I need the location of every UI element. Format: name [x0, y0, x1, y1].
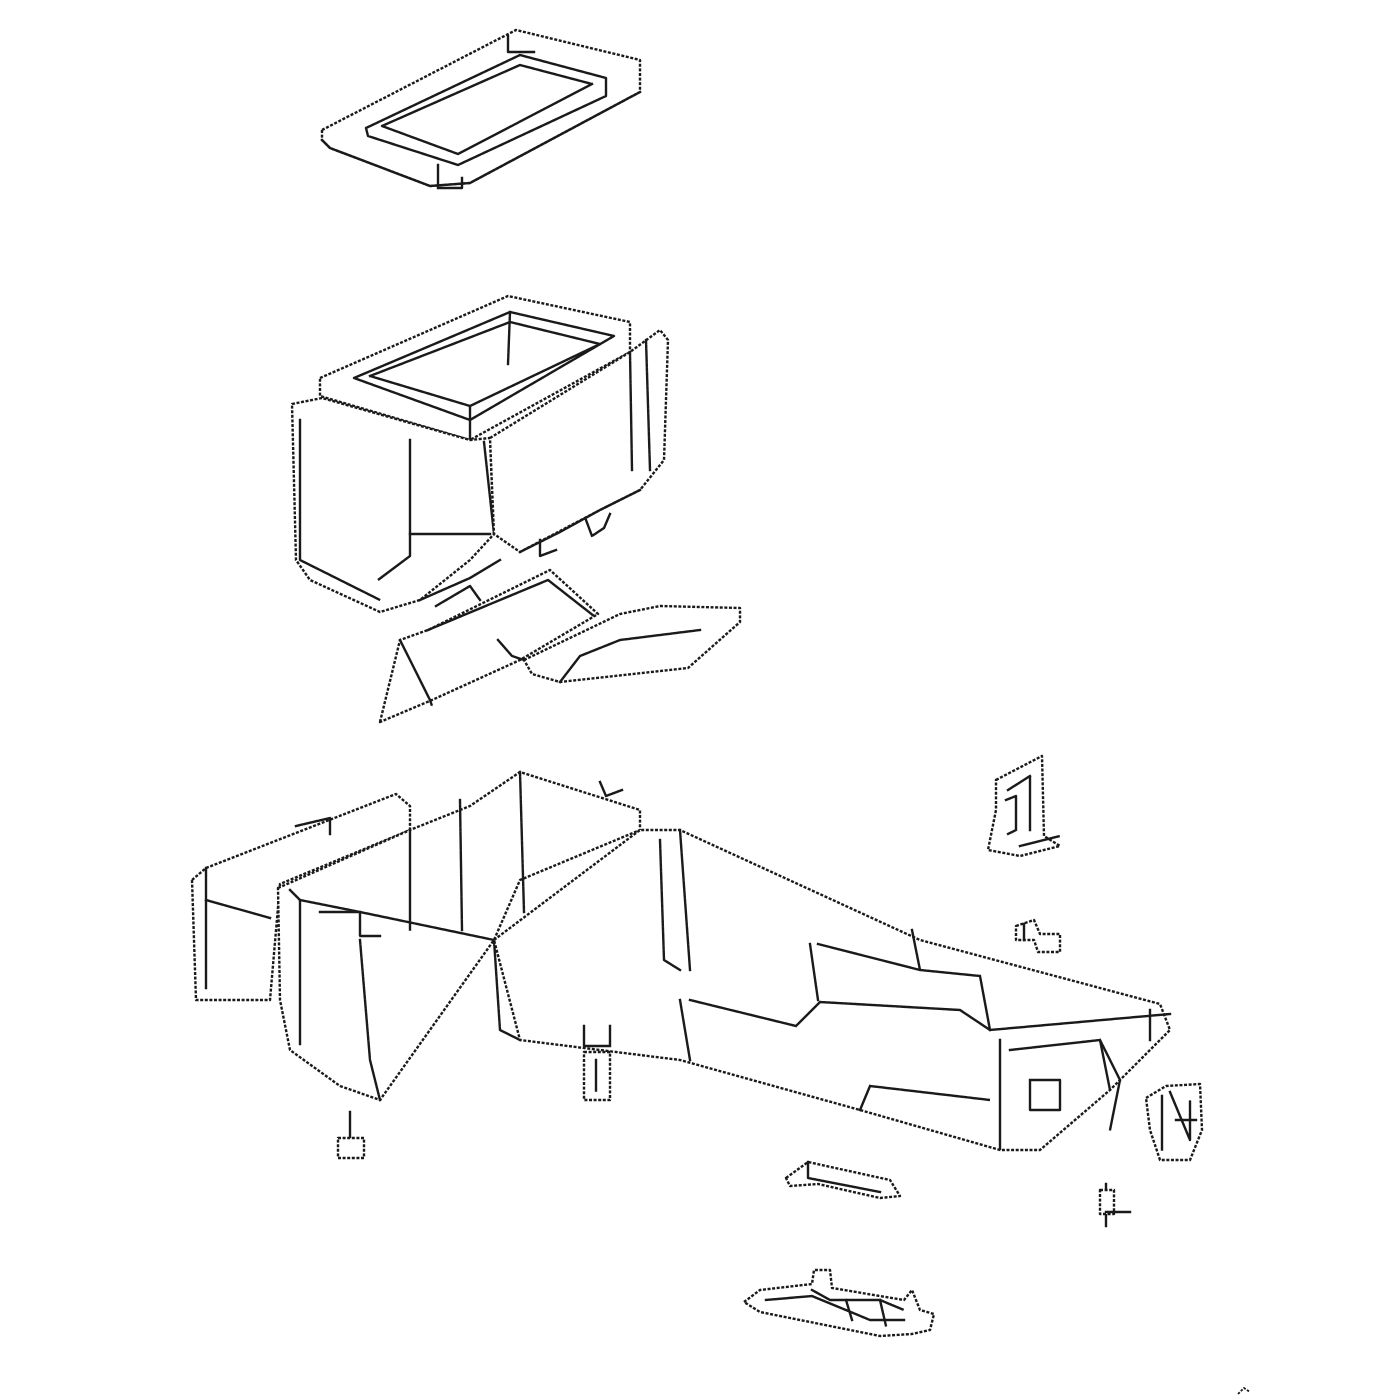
fastener-c: [1098, 1182, 1132, 1228]
small-clip: [1014, 918, 1062, 954]
fastener-a: [336, 1110, 366, 1160]
bottom-tray: [742, 1268, 936, 1338]
storage-box-bottom-plates: [378, 568, 742, 724]
console-base: [190, 770, 1172, 1152]
side-bracket: [986, 754, 1062, 858]
corner-mark: [1237, 1386, 1251, 1395]
floor-plate: [784, 1160, 902, 1200]
fastener-b: [582, 1024, 612, 1102]
rear-bracket: [1144, 1082, 1204, 1162]
upper-storage-box: [290, 294, 670, 614]
lid-frame: [320, 28, 642, 190]
